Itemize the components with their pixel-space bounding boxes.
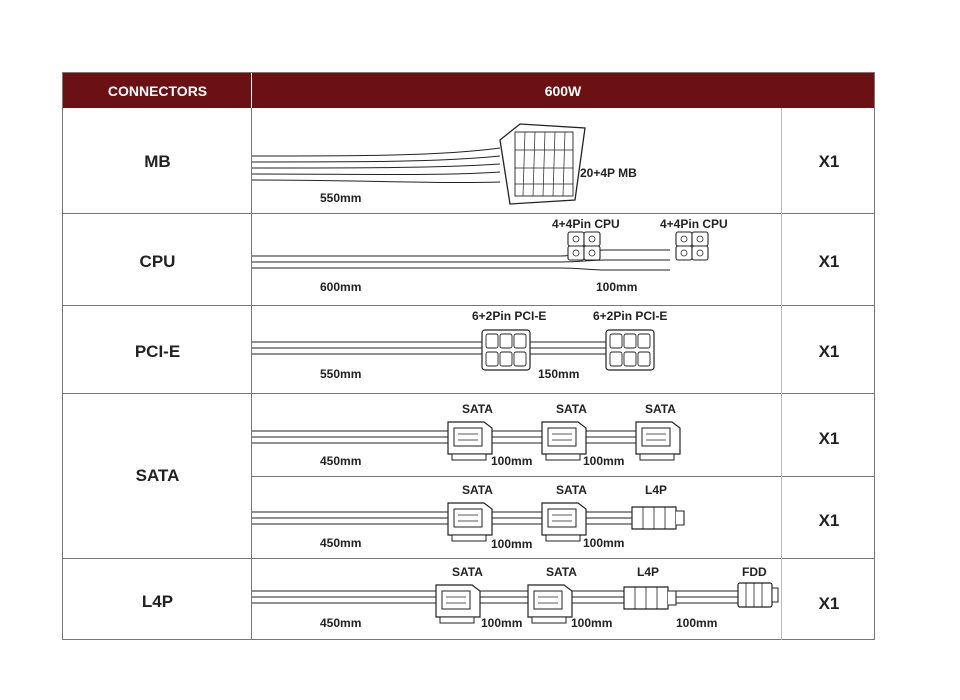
pcie-cable <box>252 341 612 355</box>
pcie-connector-label-1: 6+2Pin PCI-E <box>472 309 546 323</box>
sata-connector-icon-2 <box>541 421 587 461</box>
row-divider <box>63 213 874 214</box>
fdd-connector-icon <box>737 582 779 608</box>
row-qty-sata-2: X1 <box>818 511 840 530</box>
l4p-connector-label-3: L4P <box>637 565 659 579</box>
row-label-l4p: L4P <box>141 592 174 611</box>
sata2-connector-label-2: SATA <box>556 483 587 497</box>
sata-connector-icon-5 <box>541 502 587 542</box>
pcie-connector-icon-2 <box>605 329 655 371</box>
row-qty-cpu: X1 <box>818 252 840 271</box>
l4p-connector-icon-1 <box>631 506 685 530</box>
cpu-connector-label-1: 4+4Pin CPU <box>552 217 620 231</box>
mb-connector-icon <box>499 123 586 205</box>
sata1-length-label-2: 100mm <box>491 454 532 468</box>
sata-connector-icon-7 <box>527 584 573 624</box>
row-divider <box>63 393 874 394</box>
row-label-cpu: CPU <box>139 252 176 271</box>
mb-length-label: 550mm <box>320 191 361 205</box>
sata2-connector-label-1: SATA <box>462 483 493 497</box>
sata1-length-label-3: 100mm <box>583 454 624 468</box>
connector-table: CONNECTORS 600W MB CPU PCI-E SATA L4P X1… <box>62 72 875 640</box>
row-divider <box>252 476 874 477</box>
mb-cable <box>251 147 501 184</box>
cpu-length-label-2: 100mm <box>596 280 637 294</box>
pcie-connector-icon-1 <box>481 329 531 371</box>
sata-connector-icon-6 <box>435 584 481 624</box>
row-qty-mb: X1 <box>818 152 840 171</box>
l4p-length-label-4: 100mm <box>676 616 717 630</box>
row-divider <box>63 558 874 559</box>
l4p-connector-icon-2 <box>623 586 677 610</box>
row-qty-sata-1: X1 <box>818 429 840 448</box>
sata1-connector-label-1: SATA <box>462 402 493 416</box>
l4p-length-label-2: 100mm <box>481 616 522 630</box>
col-divider <box>781 108 782 640</box>
pcie-connector-label-2: 6+2Pin PCI-E <box>593 309 667 323</box>
row-qty-l4p: X1 <box>818 594 840 613</box>
l4p-length-label-1: 450mm <box>320 616 361 630</box>
header-wattage: 600W <box>544 83 582 99</box>
col-divider <box>251 108 252 640</box>
sata2-length-label-1: 450mm <box>320 536 361 550</box>
row-divider <box>63 305 874 306</box>
table-header: CONNECTORS 600W <box>63 73 874 108</box>
l4p-connector-label-4: FDD <box>742 565 767 579</box>
sata-connector-icon-4 <box>447 502 493 542</box>
sata1-connector-label-3: SATA <box>645 402 676 416</box>
l4p-connector-label-2: SATA <box>546 565 577 579</box>
l4p-length-label-3: 100mm <box>571 616 612 630</box>
mb-connector-label: 20+4P MB <box>580 166 637 180</box>
sata2-length-label-3: 100mm <box>583 536 624 550</box>
sata1-length-label-1: 450mm <box>320 454 361 468</box>
header-divider <box>251 73 252 108</box>
row-label-sata: SATA <box>135 466 180 485</box>
row-qty-pcie: X1 <box>818 342 840 361</box>
pcie-length-label-1: 550mm <box>320 367 361 381</box>
pcie-length-label-2: 150mm <box>538 367 579 381</box>
row-label-pcie: PCI-E <box>134 342 181 361</box>
sata-connector-icon-3 <box>635 421 681 461</box>
l4p-connector-label-1: SATA <box>452 565 483 579</box>
sata1-connector-label-2: SATA <box>556 402 587 416</box>
cpu-connector-label-2: 4+4Pin CPU <box>660 217 728 231</box>
header-connectors: CONNECTORS <box>107 83 208 99</box>
sata-connector-icon-1 <box>447 421 493 461</box>
sata2-length-label-2: 100mm <box>491 537 532 551</box>
row-label-mb: MB <box>144 152 171 171</box>
cpu-length-label-1: 600mm <box>320 280 361 294</box>
sata2-connector-label-3: L4P <box>645 483 667 497</box>
